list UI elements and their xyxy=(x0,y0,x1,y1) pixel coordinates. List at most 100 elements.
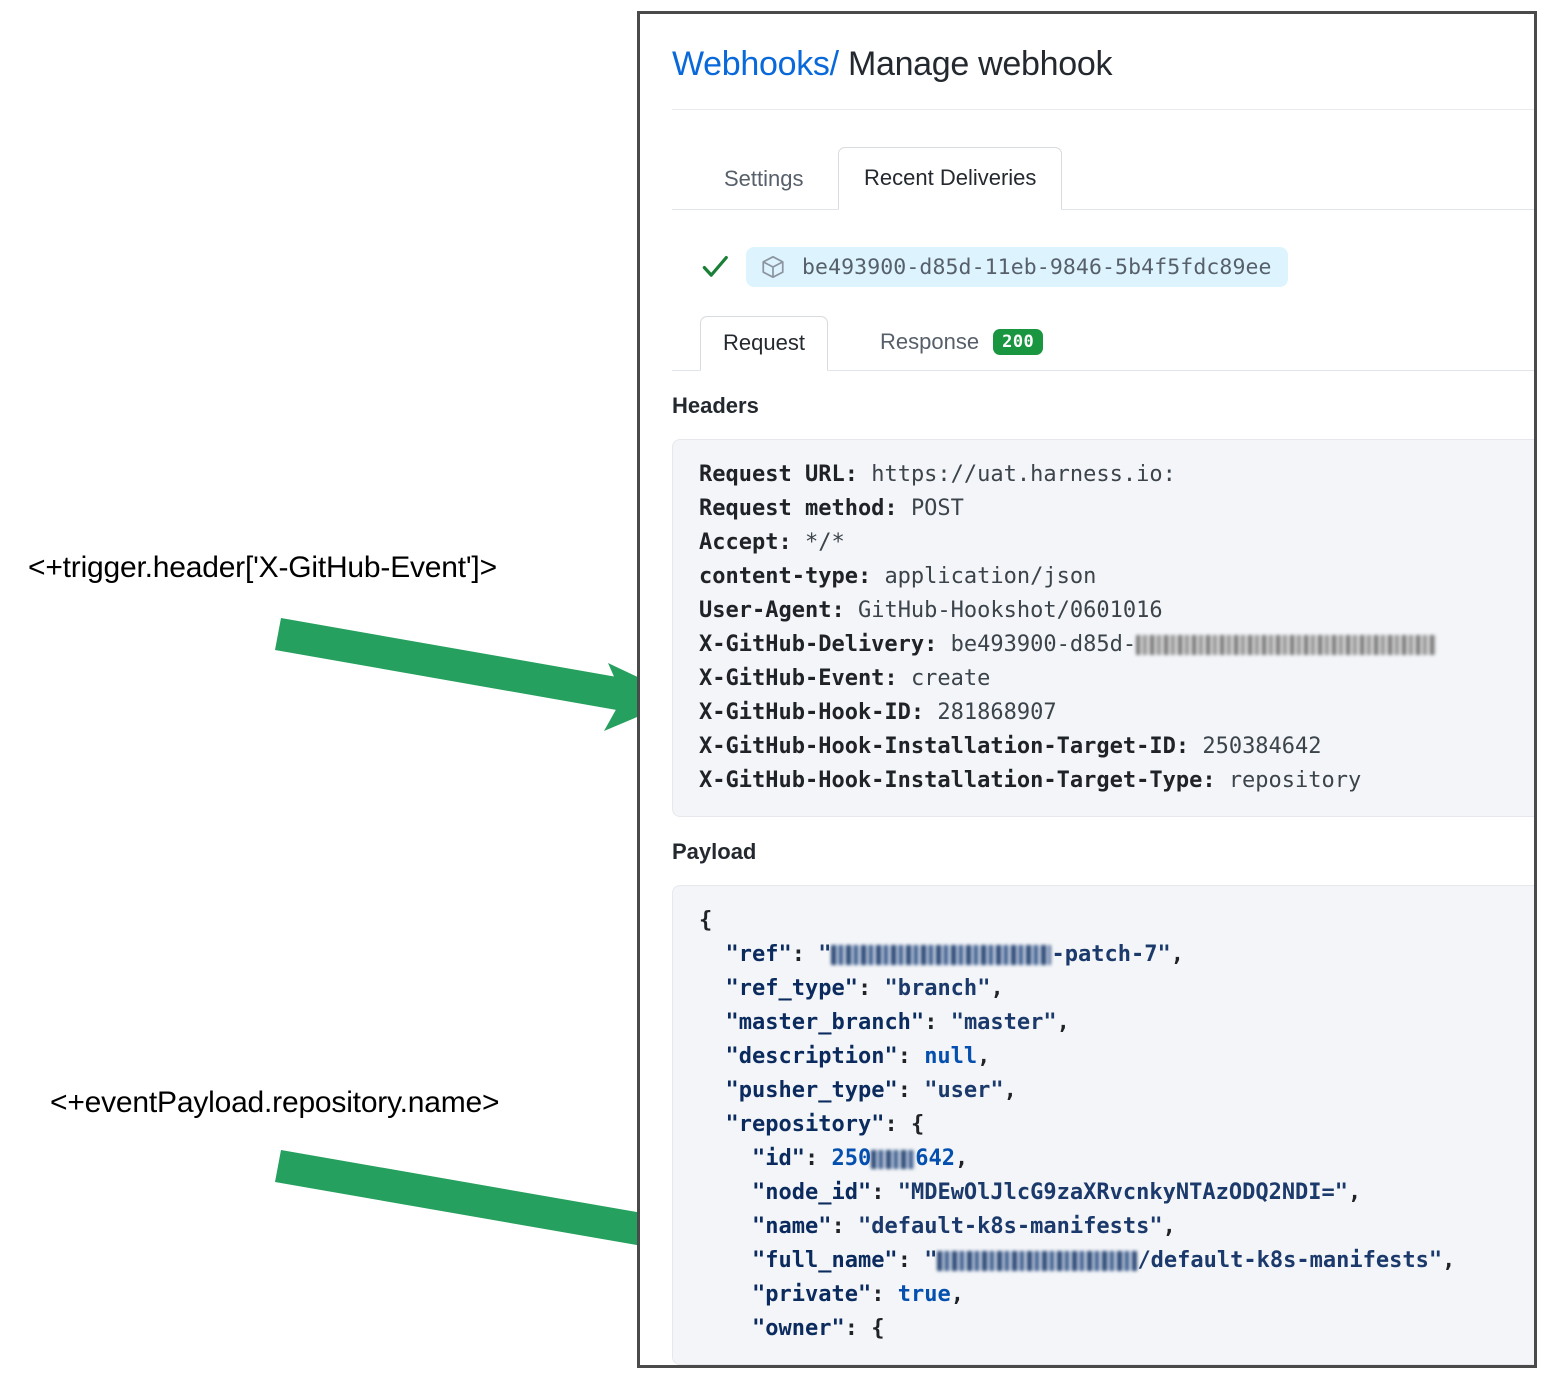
tab-response[interactable]: Response 200 xyxy=(857,313,1066,371)
inner-tabbar-line xyxy=(672,370,1534,372)
header-value-request-url: https://uat.harness.io: xyxy=(871,462,1176,488)
payload-value-id-prefix: 250 xyxy=(831,1146,872,1172)
payload-open-brace: { xyxy=(699,908,713,934)
annotation-label-trigger-header: <+trigger.header['X-GitHub-Event']> xyxy=(28,551,497,584)
payload-value-node-id-wrap: "MDEwOlJlcG9zaXRvcnkyNTAzODQ2NDI=" xyxy=(897,1180,1349,1206)
payload-comma-id: , xyxy=(954,1146,969,1172)
page-title: Webhooks/ Manage webhook xyxy=(672,45,1534,84)
payload-comma-ref-type: , xyxy=(990,976,1004,1002)
header-value-hook-install-target-type: repository xyxy=(1228,768,1362,794)
payload-key-description: "description" xyxy=(725,1044,898,1070)
payload-colon-ref-type: : xyxy=(857,976,872,1002)
webhook-panel-content: Webhooks/ Manage webhook Settings Recent… xyxy=(640,14,1534,1365)
payload-colon-name: : xyxy=(831,1214,845,1240)
inner-tabbar: Request Response 200 xyxy=(672,309,1534,372)
check-icon xyxy=(700,252,730,282)
payload-value-ref-type: branch xyxy=(897,976,978,1002)
header-value-x-github-hook-id: 281868907 xyxy=(937,700,1057,726)
annotation-label-event-payload: <+eventPayload.repository.name> xyxy=(50,1086,500,1119)
payload-value-id-suffix: 642 xyxy=(915,1146,955,1172)
payload-key-owner: "owner" xyxy=(751,1316,845,1342)
header-key-x-github-delivery: X-GitHub-Delivery: xyxy=(699,632,938,658)
header-value-content-type: application/json xyxy=(884,564,1097,590)
payload-key-private: "private" xyxy=(751,1282,872,1308)
title-divider xyxy=(672,109,1534,111)
payload-comma-ref: , xyxy=(1170,942,1184,968)
tab-settings[interactable]: Settings xyxy=(724,166,804,192)
payload-key-repository: "repository" xyxy=(725,1112,885,1138)
delivery-row: be493900-d85d-11eb-9846-5b4f5fdc89ee xyxy=(700,245,1534,289)
payload-colon-repository: : { xyxy=(884,1112,925,1138)
payload-value-full-name-close: " xyxy=(1428,1248,1443,1274)
headers-code-box: Request URL: https://uat.harness.io: Req… xyxy=(672,439,1534,818)
payload-value-ref-suffix: -patch-7 xyxy=(1051,942,1158,968)
tab-recent-deliveries[interactable]: Recent Deliveries xyxy=(838,147,1063,211)
payload-key-ref-type: "ref_type" xyxy=(725,976,858,1002)
payload-colon-full-name: : xyxy=(897,1248,911,1274)
payload-colon-owner: : { xyxy=(844,1316,885,1342)
payload-comma-description: , xyxy=(977,1044,991,1070)
payload-colon-id: : xyxy=(804,1146,819,1172)
breadcrumb-current: Manage webhook xyxy=(847,45,1113,83)
payload-value-master-branch-wrap: "master" xyxy=(950,1010,1057,1036)
payload-comma-private: , xyxy=(950,1282,964,1308)
payload-key-id: "id" xyxy=(751,1146,805,1172)
header-value-hook-install-target-id: 250384642 xyxy=(1202,734,1322,760)
redaction-delivery-id xyxy=(1136,635,1437,656)
payload-key-name: "name" xyxy=(751,1214,832,1240)
payload-colon-private: : xyxy=(871,1282,885,1308)
payload-code-box: { "ref": "-patch-7", "ref_type": "branch… xyxy=(672,885,1534,1365)
payload-value-pusher-type: user xyxy=(937,1078,991,1104)
payload-value-ref-close: " xyxy=(1157,942,1171,968)
header-value-x-github-event: create xyxy=(910,666,991,692)
payload-comma-pusher-type: , xyxy=(1003,1078,1017,1104)
payload-value-master-branch: master xyxy=(963,1010,1044,1036)
redaction-full-name-owner xyxy=(937,1251,1138,1272)
status-badge: 200 xyxy=(993,329,1044,356)
delivery-id-chip[interactable]: be493900-d85d-11eb-9846-5b4f5fdc89ee xyxy=(746,247,1288,288)
payload-key-node-id: "node_id" xyxy=(751,1180,872,1206)
header-key-x-github-hook-id: X-GitHub-Hook-ID: xyxy=(699,700,925,726)
cube-icon xyxy=(760,254,786,280)
header-key-request-method: Request method: xyxy=(699,496,898,522)
payload-key-pusher-type: "pusher_type" xyxy=(725,1078,898,1104)
payload-colon-master-branch: : xyxy=(924,1010,938,1036)
payload-value-full-name-suffix: /default-k8s-manifests xyxy=(1137,1248,1429,1274)
payload-key-master-branch: "master_branch" xyxy=(725,1010,925,1036)
header-key-hook-install-target-id: X-GitHub-Hook-Installation-Target-ID: xyxy=(699,734,1190,760)
payload-value-node-id: MDEwOlJlcG9zaXRvcnkyNTAzODQ2NDI= xyxy=(910,1180,1335,1206)
header-key-x-github-event: X-GitHub-Event: xyxy=(699,666,898,692)
tab-request-label: Request xyxy=(723,330,805,356)
redaction-repo-id xyxy=(871,1150,916,1170)
payload-key-ref: "ref" xyxy=(725,942,792,968)
delivery-id-text: be493900-d85d-11eb-9846-5b4f5fdc89ee xyxy=(802,254,1272,280)
payload-value-private: true xyxy=(897,1282,951,1308)
payload-value-name: default-k8s-manifests xyxy=(871,1214,1150,1240)
headers-heading: Headers xyxy=(672,393,759,419)
payload-heading: Payload xyxy=(672,839,757,865)
payload-value-pusher-type-wrap: "user" xyxy=(924,1078,1004,1104)
breadcrumb-separator: / xyxy=(829,45,839,83)
payload-colon-pusher-type: : xyxy=(897,1078,911,1104)
payload-value-ref-type-wrap: "branch" xyxy=(884,976,991,1002)
header-key-hook-install-target-type: X-GitHub-Hook-Installation-Target-Type: xyxy=(699,768,1216,794)
breadcrumb-link-webhooks[interactable]: Webhooks xyxy=(672,45,830,83)
header-value-user-agent: GitHub-Hookshot/0601016 xyxy=(857,598,1163,624)
tab-request[interactable]: Request xyxy=(700,316,828,372)
payload-value-ref: " xyxy=(818,942,832,968)
webhook-panel: Webhooks/ Manage webhook Settings Recent… xyxy=(637,11,1537,1368)
outer-tabbar-line xyxy=(672,209,1534,211)
payload-comma-name: , xyxy=(1162,1214,1176,1240)
payload-value-name-wrap: "default-k8s-manifests" xyxy=(857,1214,1163,1240)
payload-comma-master-branch: , xyxy=(1056,1010,1070,1036)
payload-colon-node-id: : xyxy=(871,1180,885,1206)
header-value-x-github-delivery: be493900-d85d- xyxy=(950,632,1137,658)
tab-response-label: Response xyxy=(880,329,980,355)
payload-value-description: null xyxy=(924,1044,978,1070)
outer-tabbar: Settings Recent Deliveries xyxy=(672,138,1534,211)
redaction-ref-username xyxy=(831,945,1052,966)
header-key-request-url: Request URL: xyxy=(699,462,858,488)
payload-colon-ref: : xyxy=(791,942,805,968)
arrow-to-x-github-event xyxy=(275,618,682,731)
payload-colon-description: : xyxy=(897,1044,911,1070)
